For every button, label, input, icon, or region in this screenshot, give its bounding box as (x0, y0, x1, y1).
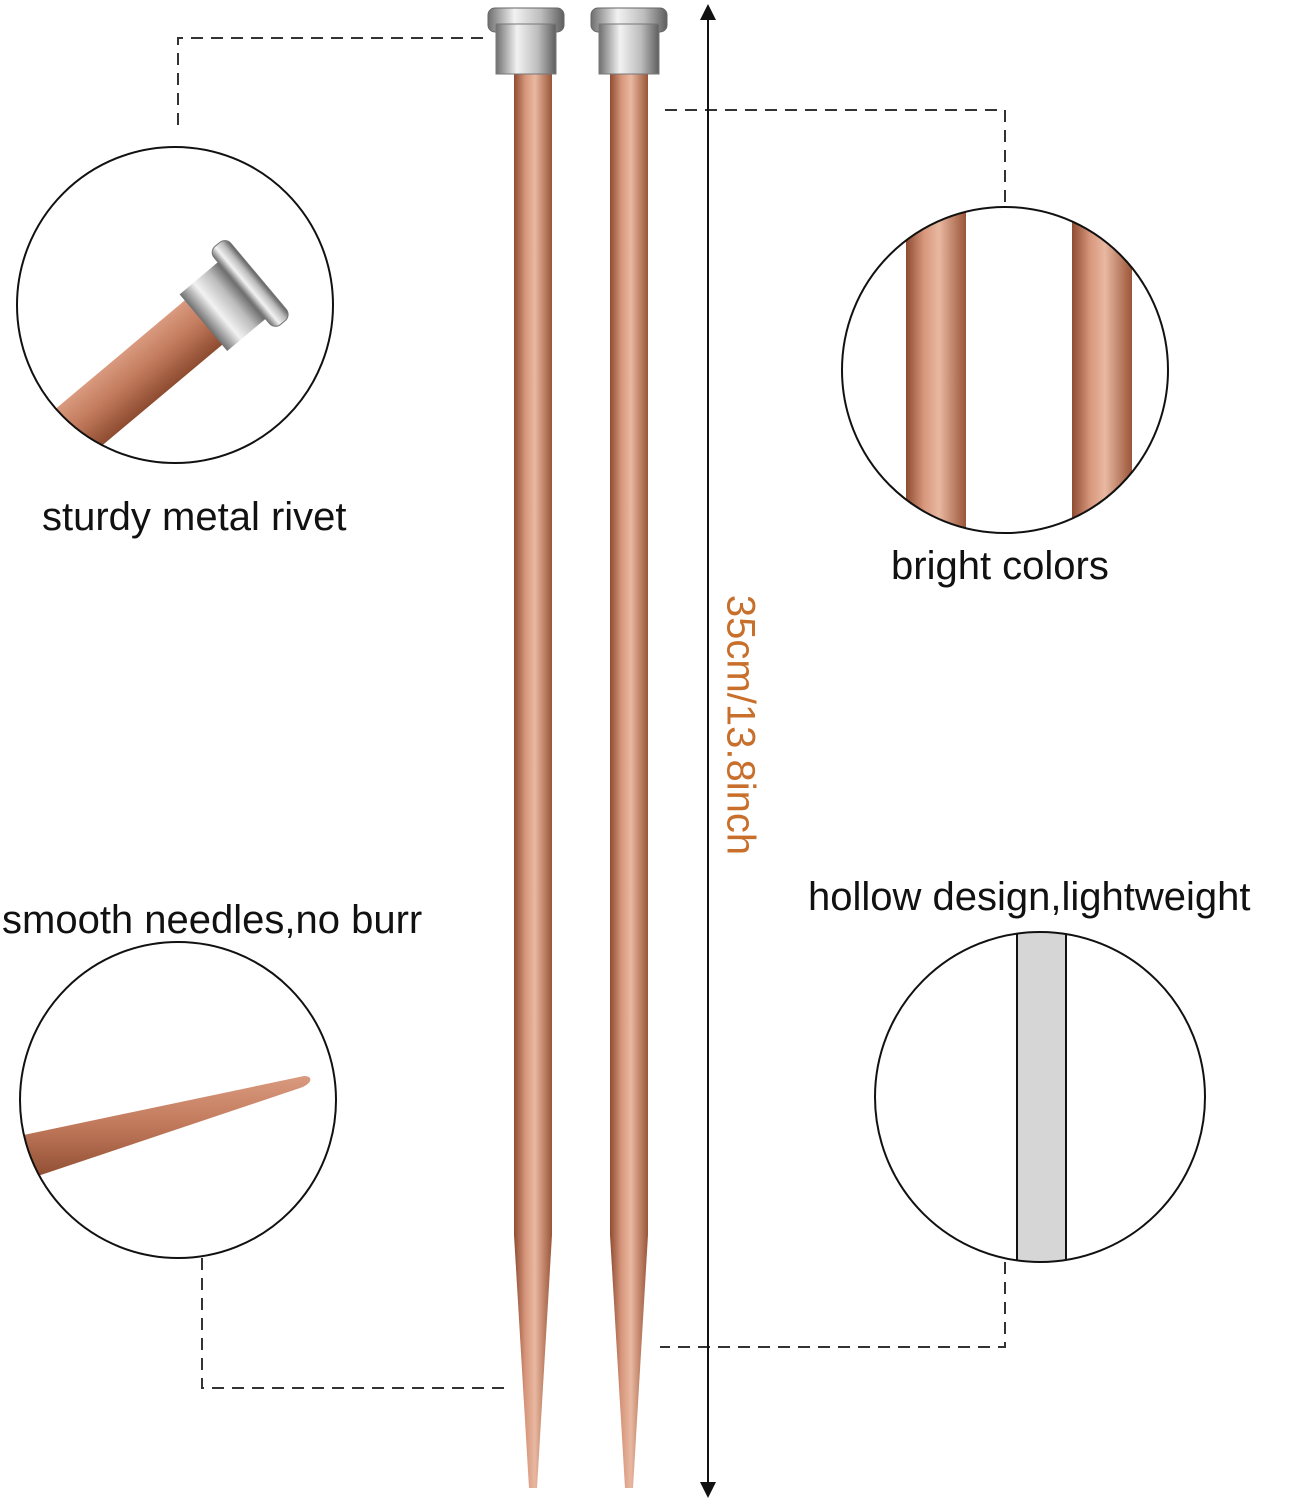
connector-colors (665, 109, 1006, 205)
connector-rivet (177, 37, 490, 125)
connector-hollow (660, 1262, 1006, 1348)
label-length: 35cm/13.8inch (718, 594, 763, 856)
tip-closeup-circle (19, 941, 337, 1259)
hollow-closeup-circle (874, 931, 1206, 1263)
label-bright-colors: bright colors (891, 544, 1109, 588)
rivet-closeup-circle (16, 146, 334, 464)
label-smooth-tip: smooth needles,no burr (2, 898, 423, 942)
connector-tip (201, 1258, 505, 1389)
knitting-needle-left (487, 7, 565, 1488)
length-dimension-arrow (700, 4, 716, 1498)
colors-closeup-circle (841, 206, 1169, 534)
label-rivet: sturdy metal rivet (42, 495, 347, 539)
label-hollow-design: hollow design,lightweight (808, 875, 1251, 919)
knitting-needle-right (590, 7, 668, 1488)
